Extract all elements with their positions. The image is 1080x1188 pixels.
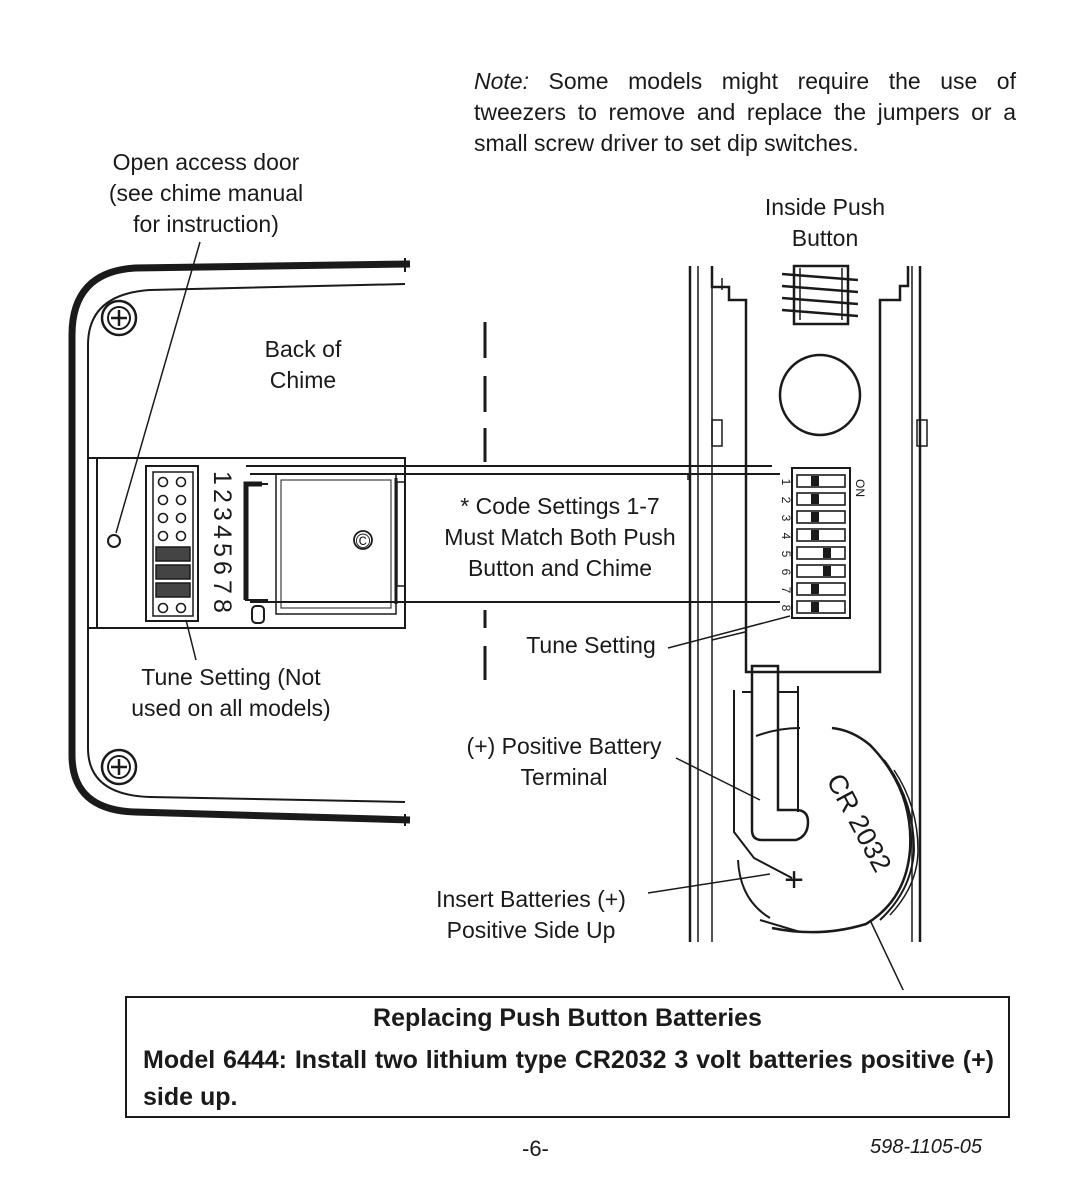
jumper-number-6: 6 — [208, 561, 236, 575]
box-body: Model 6444: Install two lithium type CR2… — [143, 1046, 994, 1111]
leader-line — [115, 241, 201, 534]
jumper-number-8: 8 — [208, 599, 236, 613]
jumper-number-5: 5 — [208, 543, 236, 557]
chime-push-button-diagram: 1 2 3 4 5 6 7 8 © — [68, 149, 928, 990]
label-open-access-door-1: Open access door — [113, 149, 300, 175]
label-tune-setting-left-1: Tune Setting (Not — [141, 664, 321, 690]
box-title: Replacing Push Button Batteries — [373, 1004, 762, 1032]
dip-switch — [791, 467, 851, 619]
battery-cr2032 — [737, 726, 919, 934]
dip-number-2: 2 — [779, 497, 793, 504]
label-positive-battery-1: (+) Positive Battery — [467, 733, 662, 759]
leader-line — [647, 873, 771, 894]
plus-sign: + — [784, 861, 804, 899]
label-code-settings-3: Button and Chime — [468, 555, 652, 581]
chime-circuit-detail — [243, 473, 406, 624]
dip-on-label: ON — [853, 479, 867, 497]
connector-lines — [246, 465, 780, 603]
note-prefix: Note: — [474, 68, 529, 94]
label-tune-setting-left-2: used on all models) — [131, 695, 330, 721]
jumper-number-1: 1 — [208, 471, 236, 485]
label-open-access-door-2: (see chime manual — [109, 180, 303, 206]
label-positive-battery-2: Terminal — [521, 764, 608, 790]
jumper-block — [145, 465, 199, 622]
dip-number-3: 3 — [779, 515, 793, 522]
jumper-number-2: 2 — [208, 489, 236, 503]
jumper-number-7: 7 — [208, 580, 236, 594]
push-button-circle — [778, 353, 862, 437]
copyright-mark: © — [356, 531, 371, 553]
label-back-of-chime-1: Back of — [265, 336, 342, 362]
screw-icon — [100, 748, 138, 786]
battery-assembly — [733, 664, 810, 879]
label-insert-batteries-1: Insert Batteries (+) — [436, 886, 626, 912]
dip-number-1: 1 — [779, 479, 793, 486]
dip-number-7: 7 — [779, 587, 793, 594]
dip-number-6: 6 — [779, 569, 793, 576]
label-inside-push-button-1: Inside Push — [765, 194, 885, 220]
dip-number-4: 4 — [779, 533, 793, 540]
label-back-of-chime-2: Chime — [270, 367, 336, 393]
label-code-settings-1: * Code Settings 1-7 — [460, 493, 659, 519]
screw-icon — [100, 299, 138, 337]
leader-line — [675, 757, 761, 801]
label-code-settings-2: Must Match Both Push — [444, 524, 675, 550]
leader-line — [869, 919, 904, 990]
dip-number-5: 5 — [779, 551, 793, 558]
spring-icon — [781, 264, 859, 326]
leader-line — [667, 615, 791, 649]
document-number: 598-1105-05 — [870, 1136, 982, 1158]
jumper-number-4: 4 — [208, 525, 236, 539]
push-button-housing — [688, 266, 928, 942]
leader-line — [185, 619, 197, 661]
label-inside-push-button-2: Button — [792, 225, 859, 251]
label-insert-batteries-2: Positive Side Up — [447, 917, 616, 943]
label-open-access-door-3: for instruction) — [133, 211, 279, 237]
jumper-number-labels: 1 2 3 4 5 6 7 8 — [208, 471, 236, 613]
note-text: Some models might require the use of twe… — [474, 68, 1016, 156]
dip-number-labels: 1 2 3 4 5 6 7 8 ON — [779, 479, 867, 612]
dip-number-8: 8 — [779, 605, 793, 612]
chime-housing — [68, 258, 411, 826]
label-tune-setting: Tune Setting — [526, 632, 656, 658]
battery-marking: CR 2032 — [821, 769, 898, 877]
jumper-number-3: 3 — [208, 507, 236, 521]
page-number: -6- — [522, 1136, 549, 1161]
note-paragraph: Note: Some models might require the use … — [474, 66, 1016, 159]
battery-info-box: Replacing Push Button Batteries Model 64… — [125, 996, 1010, 1118]
